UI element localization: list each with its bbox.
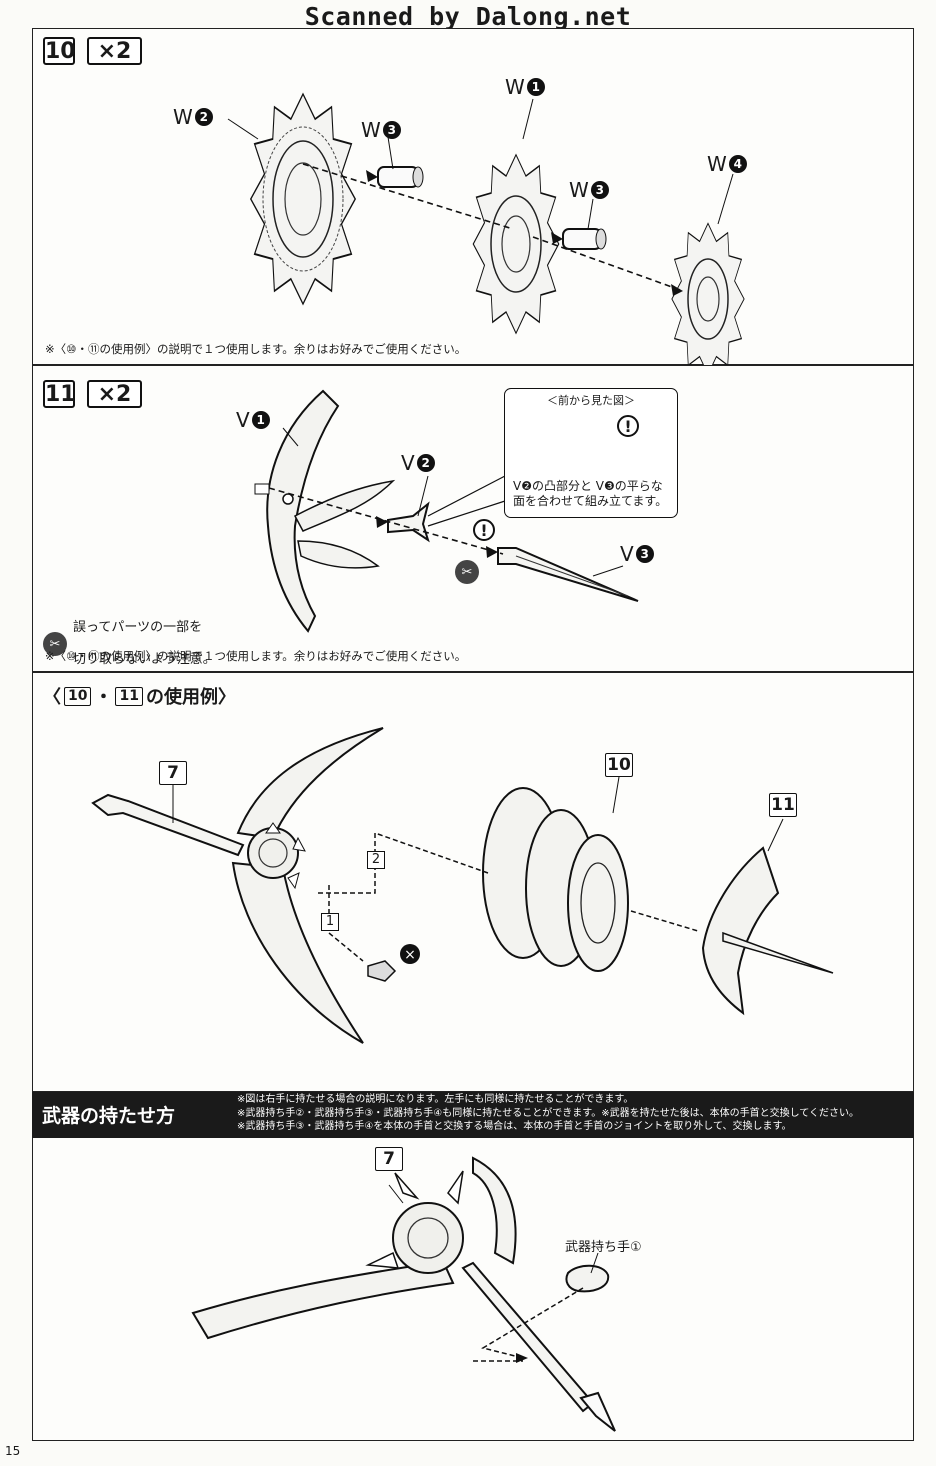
weapon-grip-header: 武器の持たせ方 ※図は右手に持たせる場合の説明になります。左手にも同様に持たせる… [32,1092,914,1138]
callout-title: ＜前から見た図＞ [547,394,635,407]
peg-w3-b [562,228,607,250]
nipper-cutter-icon: ✂ [43,632,67,656]
step-10-assembly-illustration [227,92,745,376]
step-count: ×2 [87,380,142,408]
removed-cap-illustration: × [367,944,420,982]
step-10-note: ※〈⑩・⑪の使用例〉の説明で１つ使用します。余りはお好みでご使用ください。 [45,342,467,356]
weapon-grip-title: 武器の持たせ方 [42,1105,176,1127]
attention-icon: ! [473,519,495,541]
assembly-step-1: 1 [321,913,339,931]
peg-w3-a [377,166,424,188]
step-number: 10 [43,37,76,65]
callout-text: V❷の凸部分と V❸の平らな 面を合わせて組み立てます。 [513,479,668,508]
step-11-panel: 11 ×2 [32,365,914,672]
part-label-7: 7 [159,761,187,785]
part-label-7: 7 [375,1147,403,1171]
stacked-wheels-10-illustration [482,787,629,972]
step-11-note: ※〈⑩・⑪の使用例〉の説明で１つ使用します。余りはお好みでご使用ください。 [45,649,467,663]
weapon-hand-illustration [565,1264,610,1293]
attention-icon: ! [617,415,639,437]
wing-v1-illustration [254,389,396,633]
step-count: ×2 [87,37,142,65]
svg-text:×: × [404,947,416,963]
step-number: 11 [43,380,76,408]
wheel-w4-illustration [671,222,745,376]
page-number: 15 [5,1444,21,1458]
step-10-panel: 10 ×2 [32,28,914,376]
spike-v3-illustration [497,547,639,602]
weapon-hand-label: 武器持ち手① [565,1240,642,1255]
assembly-step-2: 2 [367,851,385,869]
arrowhead-v2-illustration [387,501,430,543]
weapon-grip-illustration [191,1156,616,1432]
wheel-w2-illustration [249,92,357,306]
weapon-grip-panel: 7 武器持ち手① [32,1092,914,1441]
scanner-watermark: Scanned by Dalong.net [304,2,632,31]
nipper-cutter-icon: ✂ [455,560,479,584]
held-staff-illustration [191,1156,616,1432]
weapon-grip-notes: ※図は右手に持たせる場合の説明になります。左手にも同様に持たせることができます。… [237,1094,860,1132]
usage-example-panel: 〈 10 ・ 11 の使用例〉 × [32,672,914,1092]
cutting-caution: ✂ 誤ってパーツの一部を 切り取らないよう注意。 [43,604,216,684]
usage-example-title: 〈 10 ・ 11 の使用例〉 [43,686,236,708]
front-view-callout: ＜前から見た図＞ ! V❷の凸部分と V❸の平らな 面を合わせて組み立てます。 [504,388,678,518]
wing-11-illustration [701,846,834,1016]
part-label-11: 11 [769,793,797,817]
part-label-10: 10 [605,753,633,777]
usage-example-illustration: × [91,727,834,1044]
staff-part-7-illustration [91,727,384,1044]
wheel-w1-illustration [472,153,560,335]
